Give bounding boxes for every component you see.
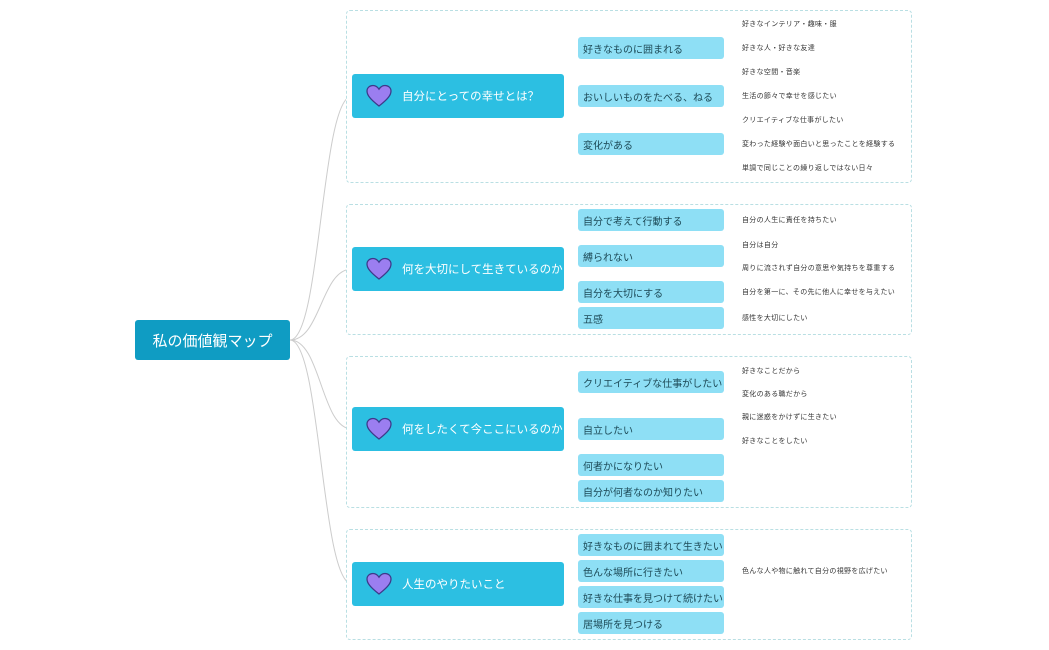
subtopic-node[interactable]: 変化がある [578,133,724,155]
leaf-note: 好きなことをしたい [742,437,808,445]
subtopic-node[interactable]: 自分が何者なのか知りたい [578,480,724,502]
leaf-note: 感性を大切にしたい [742,314,808,322]
topic-label: 自分にとっての幸せとは？ [402,89,540,103]
leaf-note: 生活の節々で幸せを感じたい [742,92,837,100]
subtopic-node[interactable]: クリエイティブな仕事がしたい [578,371,724,393]
topic-label: 何を大切にして生きているのか [402,262,563,276]
leaf-note: 親に迷惑をかけずに生きたい [742,413,837,421]
heart-icon [366,417,392,440]
leaf-note: 自分を第一に、その先に他人に幸せを与えたい [742,288,896,296]
leaf-note: 好きな人・好きな友達 [742,44,815,52]
topic-node[interactable]: 何をしたくて今ここにいるのか [352,407,564,451]
leaf-note: 好きなことだから [742,367,801,375]
subtopic-node[interactable]: 好きな仕事を見つけて続けたい [578,586,724,608]
leaf-note: 好きなインテリア・趣味・服 [742,20,837,28]
topic-node[interactable]: 何を大切にして生きているのか [352,247,564,291]
subtopic-node[interactable]: 自立したい [578,418,724,440]
subtopic-node[interactable]: 縛られない [578,245,724,267]
leaf-note: 単調で同じことの繰り返しではない日々 [742,164,874,172]
subtopic-node[interactable]: おいしいものをたべる、ねる [578,85,724,107]
heart-icon [366,572,392,595]
heart-icon [366,257,392,280]
leaf-note: 好きな空間・音楽 [742,68,801,76]
leaf-note: 変わった経験や面白いと思ったことを経験する [742,140,896,148]
leaf-note: 周りに流されず自分の意思や気持ちを尊重する [742,264,896,272]
leaf-note: 色んな人や物に触れて自分の視野を広げたい [742,567,888,575]
subtopic-node[interactable]: 色んな場所に行きたい [578,560,724,582]
leaf-note: 変化のある職だから [742,390,808,398]
subtopic-node[interactable]: 居場所を見つける [578,612,724,634]
leaf-note: 自分は自分 [742,241,779,249]
topic-label: 人生のやりたいこと [402,577,506,591]
subtopic-node[interactable]: 好きなものに囲まれる [578,37,724,59]
root-node[interactable]: 私の価値観マップ [135,320,290,360]
heart-icon [366,84,392,107]
subtopic-node[interactable]: 自分で考えて行動する [578,209,724,231]
subtopic-node[interactable]: 自分を大切にする [578,281,724,303]
subtopic-node[interactable]: 何者かになりたい [578,454,724,476]
leaf-note: 自分の人生に責任を持ちたい [742,216,837,224]
leaf-note: クリエイティブな仕事がしたい [742,116,844,124]
subtopic-node[interactable]: 五感 [578,307,724,329]
subtopic-node[interactable]: 好きなものに囲まれて生きたい [578,534,724,556]
topic-node[interactable]: 人生のやりたいこと [352,562,564,606]
topic-label: 何をしたくて今ここにいるのか [402,422,563,436]
topic-node[interactable]: 自分にとっての幸せとは？ [352,74,564,118]
